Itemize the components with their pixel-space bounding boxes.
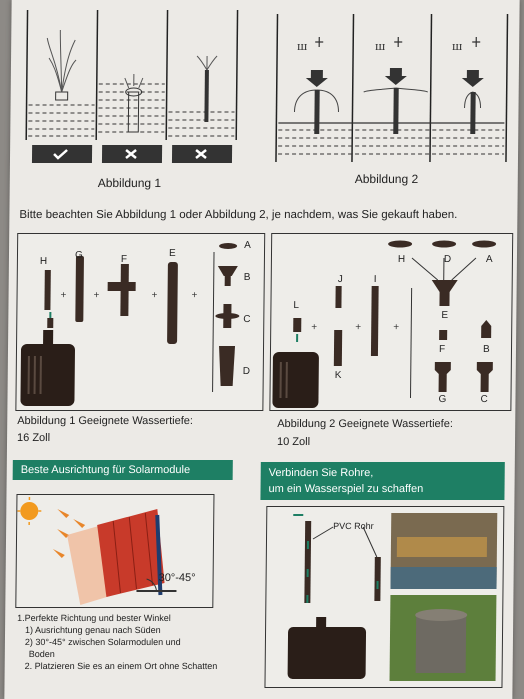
note-line: 2) 30°-45° zwischen Solarmodulen und <box>24 637 181 647</box>
part-g-label: G <box>74 250 83 261</box>
sun-icon <box>20 502 39 520</box>
plus-sign: + <box>93 290 100 301</box>
depth-label-2: Abbildung 2 Geeignete Wassertiefe: <box>277 418 453 430</box>
part-f-label: F <box>438 344 446 355</box>
parts-box-2: H D A L J K I E F B G C + + + <box>269 233 514 411</box>
part-b-label: B <box>482 344 490 355</box>
part-a-label: A <box>244 240 251 251</box>
part-h-label: H <box>39 256 48 267</box>
pipe-heading-line-2: um ein Wasserspiel zu schaffen <box>268 483 424 495</box>
part-i-label: I <box>373 274 377 285</box>
part-j-label: J <box>337 274 343 285</box>
depth-value-1: 16 Zoll <box>17 432 51 444</box>
solar-heading: Beste Ausrichtung für Solarmodule <box>12 460 233 480</box>
depth-value-2: 10 Zoll <box>276 436 311 448</box>
svg-text:ш: ш <box>297 38 307 53</box>
part-c-label: C <box>243 314 251 325</box>
part-g-label: G <box>438 394 447 405</box>
note-line: Boden <box>28 649 55 659</box>
pipe-assembly: PVC Rohr <box>264 506 505 688</box>
plus-sign: + <box>151 290 158 301</box>
plus-sign: + <box>355 322 362 333</box>
parts-box-1: H G F E A B C D + + + + <box>15 233 266 411</box>
note-line: 1) Ausrichtung genau nach Süden <box>25 625 161 635</box>
part-c-label: C <box>480 394 488 405</box>
part-l-label: L <box>293 300 300 311</box>
part-a-label: A <box>485 254 493 265</box>
svg-text:ш: ш <box>452 38 462 53</box>
part-e-label: E <box>441 310 449 321</box>
angle-label: 30°-45° <box>158 572 196 584</box>
note-line: 2. Platzieren Sie es an einem Ort ohne S… <box>24 661 218 671</box>
part-h-label: H <box>397 254 406 265</box>
part-k-label: K <box>334 370 342 381</box>
note-line: 1.Perfekte Richtung und bester Winkel <box>17 613 171 623</box>
part-b-label: B <box>243 272 251 283</box>
plus-sign: + <box>311 322 318 333</box>
pipe-heading-line-1: Verbinden Sie Rohre, <box>268 467 374 479</box>
plus-sign: + <box>393 322 400 333</box>
plus-sign: + <box>60 290 67 301</box>
instruction-text: Bitte beachten Sie Abbildung 1 oder Abbi… <box>19 209 458 221</box>
figure2-caption: Abbildung 2 <box>354 172 419 186</box>
solar-notes: 1.Perfekte Richtung und bester Winkel 1)… <box>17 612 218 672</box>
plus-sign: + <box>191 290 198 301</box>
part-f-label: F <box>120 254 128 265</box>
svg-text:ш: ш <box>375 38 385 53</box>
pvc-label: PVC Rohr <box>333 521 374 531</box>
part-d-label: D <box>443 254 452 265</box>
pipe-heading: Verbinden Sie Rohre, um ein Wasserspiel … <box>260 462 505 500</box>
solar-illustration: 30°-45° <box>15 494 215 608</box>
depth-label-1: Abbildung 1 Geeignete Wassertiefe: <box>17 415 194 427</box>
figure1-caption: Abbildung 1 <box>97 176 162 190</box>
part-e-label: E <box>168 248 176 259</box>
figure1-panels <box>25 10 239 163</box>
part-d-label: D <box>242 366 251 377</box>
